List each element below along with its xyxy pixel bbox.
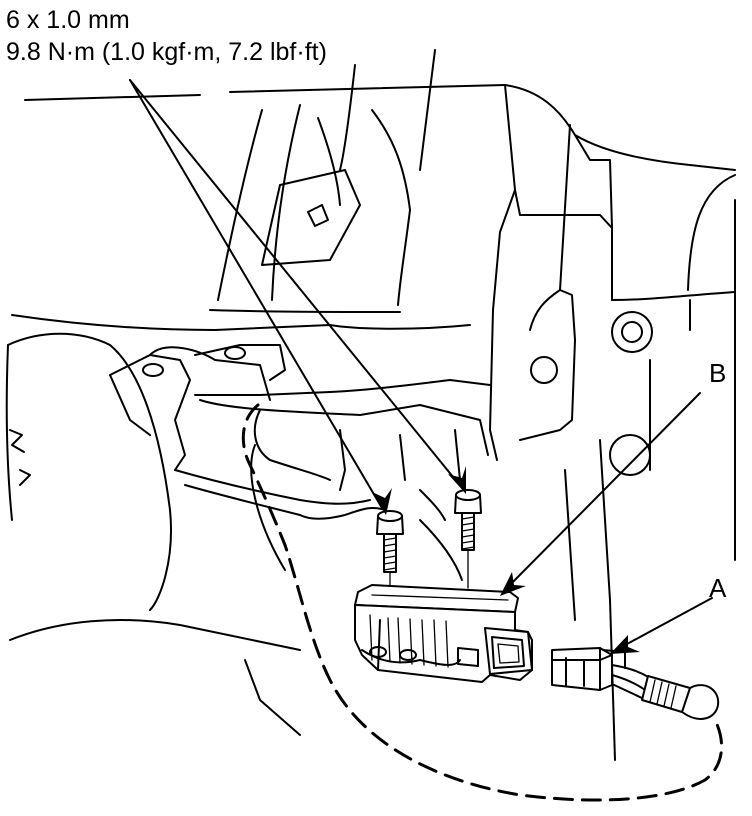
torque-spec-label: 9.8 N·m (1.0 kgf·m, 7.2 lbf·ft) (6, 38, 327, 66)
sensor-module (354, 584, 533, 683)
dashboard-structure (5, 49, 736, 761)
bolt-size-label: 6 x 1.0 mm (6, 6, 130, 34)
harness-connector (551, 647, 720, 720)
callout-a: A (709, 573, 727, 603)
mounting-bolt-right (454, 489, 482, 589)
mounting-bolt-left (376, 510, 404, 601)
callout-b: B (709, 358, 727, 388)
leader-lines (129, 79, 713, 654)
